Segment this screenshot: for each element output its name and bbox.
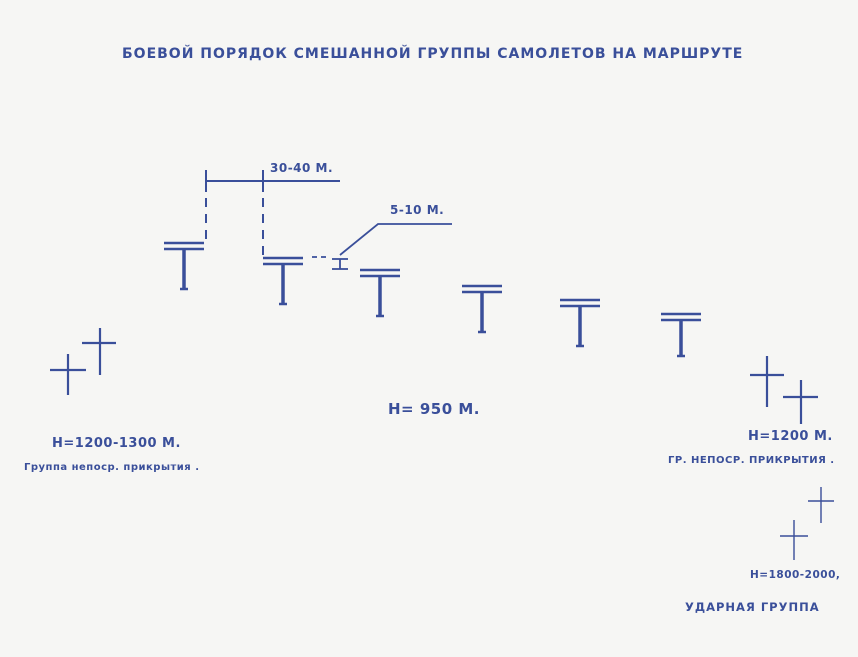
bomber-1-icon [164,241,204,291]
right-escort-altitude-label: Н=1200 М. [748,429,833,444]
fighter-icon [750,356,784,407]
left-escort-altitude-label: Н=1200-1300 М. [52,436,181,451]
vertical-interval-dimension [312,223,452,270]
bomber-2-icon [263,256,303,306]
diagram-title: БОЕВОЙ ПОРЯДОК СМЕШАННОЙ ГРУППЫ САМОЛЕТО… [122,46,744,62]
fighter-icon [808,487,834,523]
vertical-interval-label: 5-10 М. [390,203,445,217]
bomber-5-icon [560,298,600,348]
right-escort-fighters [750,356,818,424]
bomber-4-icon [462,284,502,334]
bomber-6-icon [661,312,701,358]
bomber-3-icon [360,268,400,318]
strike-group-fighters [780,487,834,560]
fighter-icon [82,328,116,375]
strike-group-altitude-label: Н=1800-2000, [750,569,841,581]
spacing-label: 30-40 М. [270,161,334,175]
fighter-icon [50,354,86,395]
bomber-altitude-label: Н= 950 М. [388,400,481,418]
left-escort-group-label: Группа непоср. прикрытия . [24,462,200,473]
strike-group-label: УДАРНАЯ ГРУППА [685,600,820,614]
fighter-icon [780,520,808,560]
bomber-aircraft [164,241,701,358]
fighter-icon [783,380,818,424]
right-escort-group-label: ГР. НЕПОСР. ПРИКРЫТИЯ . [668,455,835,466]
spacing-dimension [205,170,340,255]
left-escort-fighters [50,328,116,395]
